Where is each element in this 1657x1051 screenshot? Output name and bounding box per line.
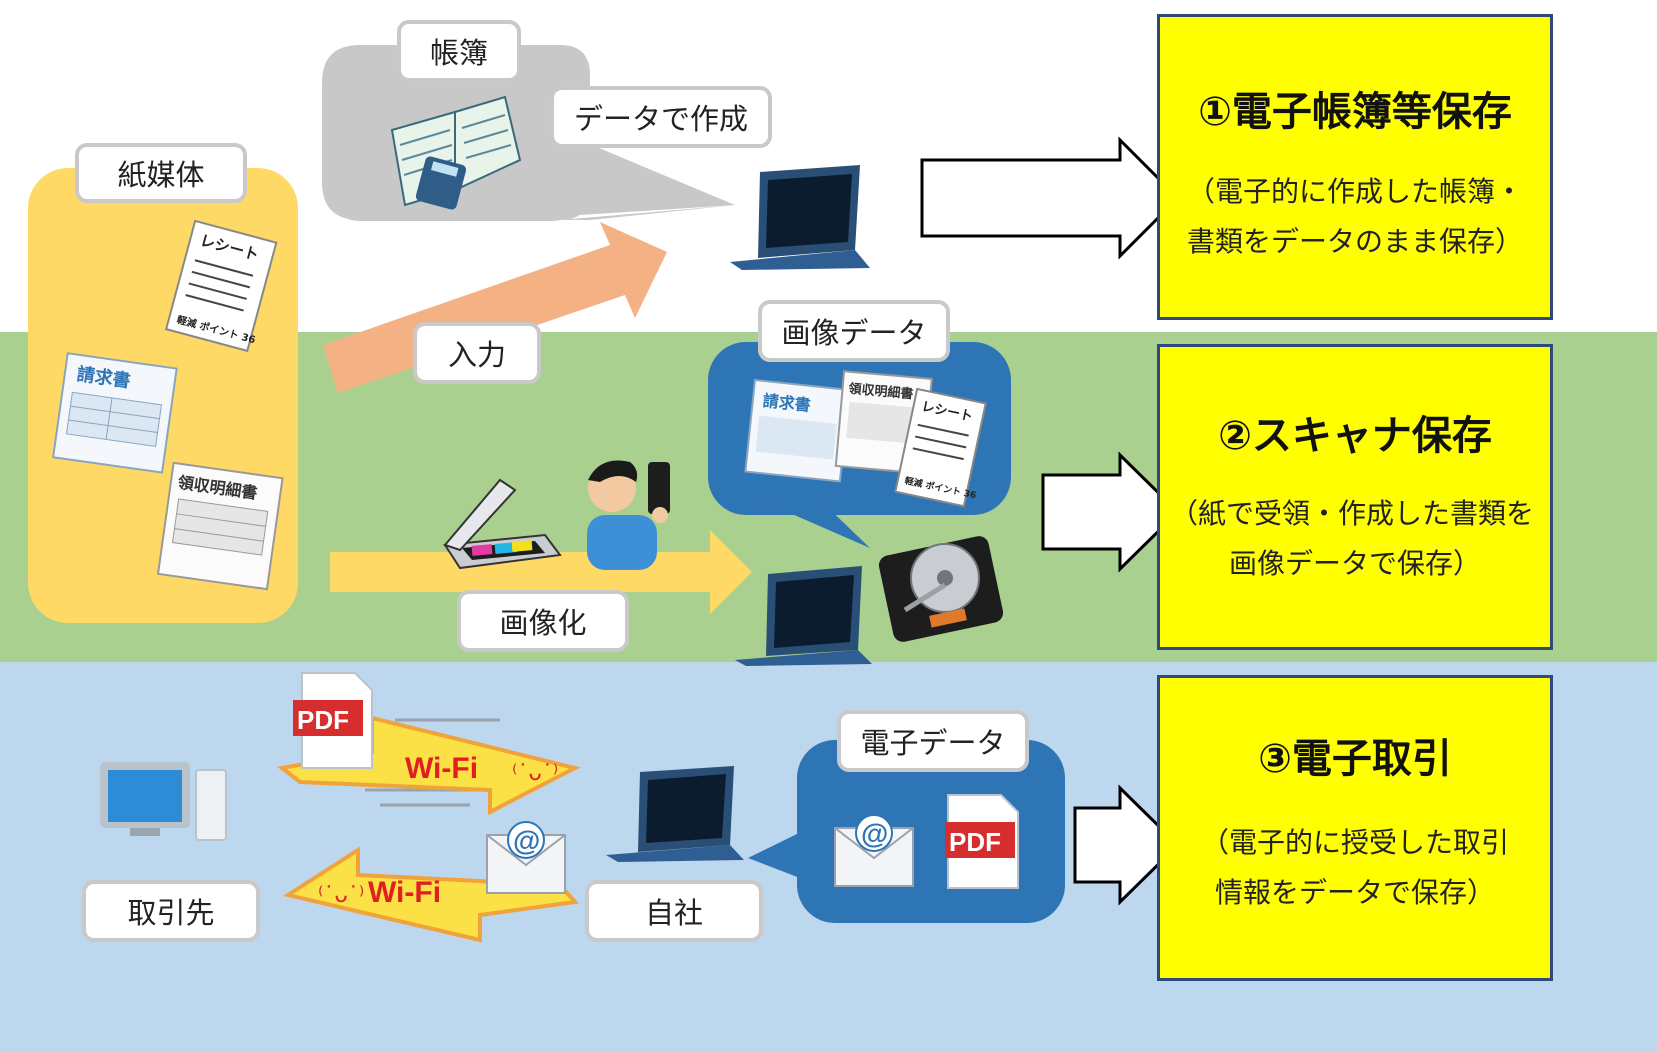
input-arrow — [323, 222, 667, 393]
wifi-label-right: Wi-Fi — [405, 752, 478, 785]
imaging-label: 画像化 — [457, 590, 629, 652]
pdf-file-icon-data: PDF — [945, 794, 1019, 889]
mail-envelope-icon-transfer: @ — [486, 821, 566, 894]
laptop-icon-bottom — [606, 766, 744, 862]
category-title: ②スキャナ保存 — [1218, 413, 1492, 459]
category-desc-line1: （電子的に授受した取引 — [1200, 826, 1509, 859]
bubble-receipt-icon: レシート 軽減 ポイント 36 — [894, 387, 987, 508]
category-box-electronic-books: ①電子帳簿等保存 （電子的に作成した帳簿・ 書類をデータのまま保存） — [1157, 14, 1553, 320]
svg-text:PDF: PDF — [297, 705, 349, 735]
category-title: ③電子取引 — [1258, 736, 1452, 782]
mail-envelope-icon-data: @ — [834, 814, 914, 887]
statement-document-icon: 領収明細書 — [156, 461, 284, 591]
hard-disk-icon — [878, 536, 1004, 642]
imaging-arrow — [330, 530, 752, 614]
own-company-label: 自社 — [585, 880, 763, 942]
paper-media-label: 紙媒体 — [75, 143, 247, 203]
calculator-icon — [415, 156, 467, 210]
bubble-invoice-icon: 請求書 — [744, 378, 851, 483]
wifi-label-left: Wi-Fi — [368, 876, 441, 909]
pdf-file-icon-transfer: PDF — [293, 672, 373, 769]
category-desc-line1: （紙で受領・作成した書類を — [1169, 497, 1534, 530]
desktop-computer-icon — [100, 762, 227, 841]
svg-text:領収明細書: 領収明細書 — [848, 381, 914, 403]
result-arrow-2 — [1041, 451, 1181, 573]
svg-text:⁽˙ᴗ˙⁾: ⁽˙ᴗ˙⁾ — [318, 883, 364, 908]
scanner-icon — [443, 478, 562, 570]
category-desc-line2: 画像データで保存） — [1228, 547, 1481, 580]
category-box-scanner: ②スキャナ保存 （紙で受領・作成した書類を 画像データで保存） — [1157, 344, 1553, 650]
category-title: ①電子帳簿等保存 — [1198, 89, 1512, 135]
input-label: 入力 — [413, 322, 541, 384]
category-desc-line1: （電子的に作成した帳簿・ — [1186, 175, 1523, 208]
svg-text:⁽˙ᴗ˙⁾: ⁽˙ᴗ˙⁾ — [512, 761, 558, 786]
category-desc-line2: 情報をデータで保存） — [1214, 876, 1495, 909]
partner-label: 取引先 — [82, 880, 260, 942]
svg-text:@: @ — [513, 825, 540, 856]
ledger-label: 帳簿 — [397, 20, 521, 82]
laptop-icon-top — [730, 165, 870, 270]
category-box-electronic-transaction: ③電子取引 （電子的に授受した取引 情報をデータで保存） — [1157, 675, 1553, 981]
electronic-data-label: 電子データ — [837, 710, 1029, 772]
svg-text:@: @ — [861, 818, 888, 849]
receipt-document-icon: レシート 軽減 ポイント 36 — [164, 219, 278, 353]
laptop-icon-middle — [735, 566, 872, 666]
svg-text:請求書: 請求書 — [762, 391, 812, 415]
invoice-document-icon: 請求書 — [52, 352, 178, 474]
result-arrow-3 — [1073, 784, 1181, 906]
create-as-data-label: データで作成 — [550, 86, 772, 148]
result-arrow-1 — [920, 136, 1181, 260]
category-desc-line2: 書類をデータのまま保存） — [1186, 225, 1523, 258]
image-data-label: 画像データ — [758, 300, 950, 362]
svg-text:PDF: PDF — [949, 827, 1001, 857]
person-with-phone-icon — [587, 460, 670, 570]
